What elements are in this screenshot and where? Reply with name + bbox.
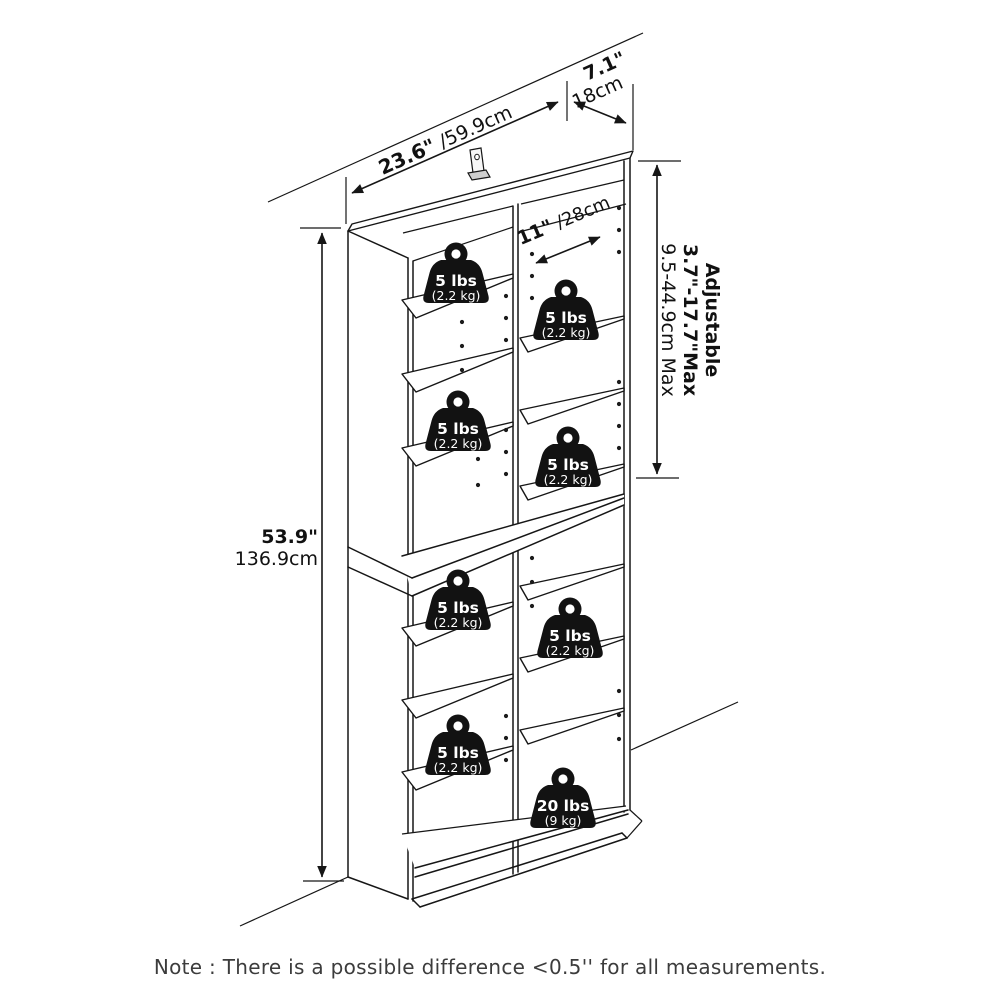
svg-text:5 lbs: 5 lbs [435, 272, 477, 290]
weight-icon: 5 lbs (2.2 kg) [425, 390, 491, 451]
wall-line [267, 32, 644, 203]
svg-text:5 lbs: 5 lbs [437, 420, 479, 438]
svg-text:5 lbs: 5 lbs [437, 744, 479, 762]
weight-icon: 5 lbs (2.2 kg) [537, 597, 603, 658]
svg-text:(2.2 kg): (2.2 kg) [434, 615, 483, 630]
svg-text:5 lbs: 5 lbs [545, 309, 587, 327]
svg-text:53.9": 53.9" [261, 526, 318, 548]
svg-text:(2.2 kg): (2.2 kg) [434, 760, 483, 775]
svg-text:5 lbs: 5 lbs [549, 627, 591, 645]
svg-text:20 lbs: 20 lbs [537, 797, 590, 815]
weight-icon: 5 lbs (2.2 kg) [535, 426, 601, 487]
svg-text:(2.2 kg): (2.2 kg) [542, 325, 591, 340]
svg-text:23.6" /59.9cm: 23.6" /59.9cm [375, 99, 516, 179]
weight-icon: 5 lbs (2.2 kg) [425, 714, 491, 775]
shelf-unit [347, 147, 643, 908]
svg-text:(9 kg): (9 kg) [545, 813, 582, 828]
note-text: Note : There is a possible difference <0… [154, 955, 826, 979]
weight-icon: 5 lbs (2.2 kg) [423, 242, 489, 303]
svg-text:(2.2 kg): (2.2 kg) [432, 288, 481, 303]
height-dimension: 53.9" 136.9cm [235, 227, 344, 882]
svg-text:5 lbs: 5 lbs [547, 456, 589, 474]
weight-icon: 5 lbs (2.2 kg) [425, 569, 491, 630]
svg-text:5 lbs: 5 lbs [437, 599, 479, 617]
floor-line [239, 701, 739, 927]
svg-text:Adjustable: Adjustable [701, 263, 723, 378]
depth-dimension: 7.1" 18cm [569, 48, 634, 150]
svg-text:(2.2 kg): (2.2 kg) [546, 643, 595, 658]
svg-text:11" /28cm: 11" /28cm [514, 191, 613, 250]
weight-icon: 5 lbs (2.2 kg) [533, 279, 599, 340]
svg-text:3.7"-17.7"Max: 3.7"-17.7"Max [679, 244, 701, 396]
peg-holes [459, 205, 622, 763]
adjustable-dimension: 9.5-44.9cm Max 3.7"-17.7"Max Adjustable [636, 160, 723, 479]
svg-text:136.9cm: 136.9cm [235, 548, 318, 570]
svg-text:9.5-44.9cm Max: 9.5-44.9cm Max [657, 243, 679, 397]
weight-icon-20lbs: 20 lbs (9 kg) [530, 767, 596, 828]
base [401, 805, 643, 908]
svg-text:(2.2 kg): (2.2 kg) [544, 472, 593, 487]
svg-text:(2.2 kg): (2.2 kg) [434, 436, 483, 451]
wall-bracket-icon [467, 147, 491, 181]
